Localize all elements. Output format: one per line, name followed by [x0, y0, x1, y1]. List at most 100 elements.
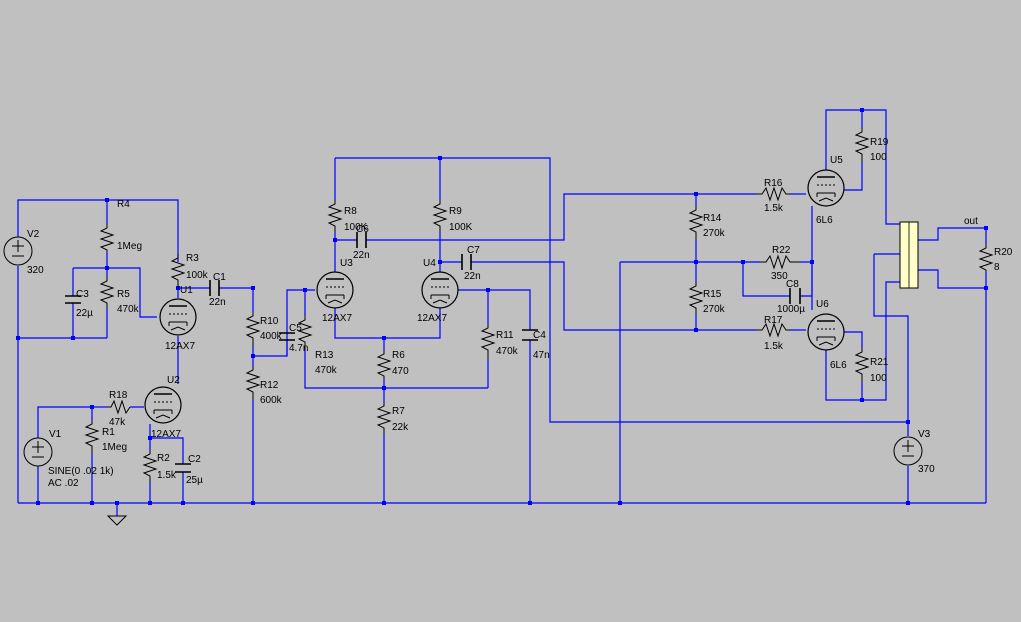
value-v2: 320: [27, 265, 44, 276]
value-r15: 270k: [703, 304, 726, 315]
resistor-r9[interactable]: R9 100K: [432, 200, 473, 233]
ref-u2: U2: [167, 375, 180, 386]
source-v3[interactable]: V3 370: [893, 429, 935, 475]
ref-r13: R13: [315, 350, 334, 361]
capacitor-c8[interactable]: C8 1000µ: [777, 279, 805, 315]
ref-u6: U6: [816, 299, 829, 310]
resistor-r2[interactable]: R2 1.5k: [142, 450, 177, 482]
resistor-r12[interactable]: R12 600k: [245, 366, 283, 406]
value-r6: 470: [392, 366, 409, 377]
tube-u5[interactable]: U5 6L6: [807, 155, 845, 226]
value-c4: 47n: [533, 350, 550, 361]
ref-r16: R16: [764, 178, 783, 189]
resistor-r6[interactable]: R6 470: [376, 350, 409, 380]
resistor-r10[interactable]: R10 400k: [245, 312, 283, 346]
capacitor-c2[interactable]: C2 25µ: [175, 454, 203, 486]
resistor-r20[interactable]: R20 8: [978, 244, 1013, 273]
value-v1: SINE(0 .02 1k): [48, 466, 114, 477]
ref-v3: V3: [918, 429, 931, 440]
value-r2: 1.5k: [157, 470, 177, 481]
value-r20: 8: [994, 262, 1000, 273]
resistor-r21[interactable]: R21 100: [854, 348, 889, 384]
resistor-r18[interactable]: R18 47k: [107, 390, 131, 428]
tube-u2[interactable]: U2 12AX7: [144, 375, 182, 440]
value-c6: 22n: [353, 250, 370, 261]
value-r13: 470k: [315, 365, 338, 376]
ref-r21: R21: [870, 357, 889, 368]
capacitor-c5[interactable]: C5 4.7n: [279, 323, 308, 354]
value-r22: 350: [771, 271, 788, 282]
resistor-r5[interactable]: R5 470k: [99, 277, 140, 315]
capacitor-c6[interactable]: C6 22n: [353, 224, 370, 261]
tube-u1[interactable]: U1 12AX7: [159, 285, 197, 352]
value-c7: 22n: [464, 271, 481, 282]
resistor-r8[interactable]: R8 100K: [327, 200, 368, 233]
resistor-r22[interactable]: R22 350: [760, 245, 800, 282]
ref-c5: C5: [289, 323, 302, 334]
resistor-r3[interactable]: R3 100k: [170, 253, 209, 288]
resistor-r16[interactable]: R16 1.5k: [756, 178, 790, 214]
resistor-r4[interactable]: R4 1Meg: [99, 199, 142, 252]
value-c5: 4.7n: [289, 343, 308, 354]
ref-c6: C6: [356, 224, 369, 235]
ref-u1: U1: [180, 285, 193, 296]
ref-r12: R12: [260, 380, 279, 391]
capacitor-c1[interactable]: C1 22n: [209, 272, 226, 308]
ref-c7: C7: [467, 245, 480, 256]
ref-r8: R8: [344, 206, 357, 217]
ref-r11: R11: [496, 330, 514, 341]
output-transformer[interactable]: [899, 221, 919, 289]
ref-r4: R4: [117, 199, 130, 210]
resistor-r15[interactable]: R15 270k: [688, 282, 726, 315]
ref-r1: R1: [102, 427, 115, 438]
wires: [17, 109, 987, 526]
resistor-r1[interactable]: R1 1Meg: [84, 420, 127, 454]
ref-v1: V1: [49, 429, 62, 440]
value-u4: 12AX7: [417, 313, 447, 324]
resistor-r14[interactable]: R14 270k: [688, 206, 726, 240]
value-r21: 100: [870, 373, 887, 384]
value-r12: 600k: [260, 395, 283, 406]
value-c8: 1000µ: [777, 304, 805, 315]
resistor-r19[interactable]: R19 100: [854, 128, 889, 163]
ref-u3: U3: [340, 258, 353, 269]
capacitor-c3[interactable]: C3 22µ: [65, 289, 93, 319]
ref-r22: R22: [772, 245, 791, 256]
source-v2[interactable]: V2 320: [3, 229, 44, 276]
ref-r2: R2: [157, 453, 170, 464]
resistor-r11[interactable]: R11 470k: [480, 324, 519, 360]
tube-u3[interactable]: U3 12AX7: [316, 258, 354, 324]
value-r14: 270k: [703, 228, 726, 239]
tube-u6[interactable]: U6 6L6: [807, 299, 847, 371]
resistor-r17[interactable]: R17 1.5k: [756, 315, 790, 352]
value-c1: 22n: [209, 297, 226, 308]
ref-r5: R5: [117, 289, 130, 300]
ref-c4: C4: [533, 330, 546, 341]
ref-r7: R7: [392, 406, 405, 417]
value-r5: 470k: [117, 304, 140, 315]
tube-u4[interactable]: U4 12AX7: [417, 258, 459, 324]
capacitor-c7[interactable]: C7 22n: [461, 245, 481, 282]
value-r4: 1Meg: [117, 241, 142, 252]
source-v1[interactable]: V1 SINE(0 .02 1k) AC .02: [23, 429, 114, 489]
value-r9: 100K: [449, 222, 473, 233]
capacitor-c4[interactable]: C4 47n: [522, 329, 550, 361]
ref-r6: R6: [392, 350, 405, 361]
value-r19: 100: [870, 152, 887, 163]
net-label-out: out: [964, 216, 978, 227]
value-u6: 6L6: [830, 360, 847, 371]
resistor-r7[interactable]: R7 22k: [376, 402, 409, 434]
ref-r18: R18: [109, 390, 128, 401]
resistor-r13[interactable]: R13 470k: [297, 316, 338, 376]
value-r16: 1.5k: [764, 203, 784, 214]
value-r8: 100K: [344, 222, 368, 233]
ref-c8: C8: [786, 279, 799, 290]
ref-r20: R20: [994, 247, 1013, 258]
value2-v1: AC .02: [48, 478, 79, 489]
value-r18: 47k: [109, 417, 126, 428]
value-r10: 400k: [260, 331, 283, 342]
value-v3: 370: [918, 464, 935, 475]
value-u3: 12AX7: [322, 313, 352, 324]
ref-r10: R10: [260, 316, 279, 327]
ref-r14: R14: [703, 213, 722, 224]
